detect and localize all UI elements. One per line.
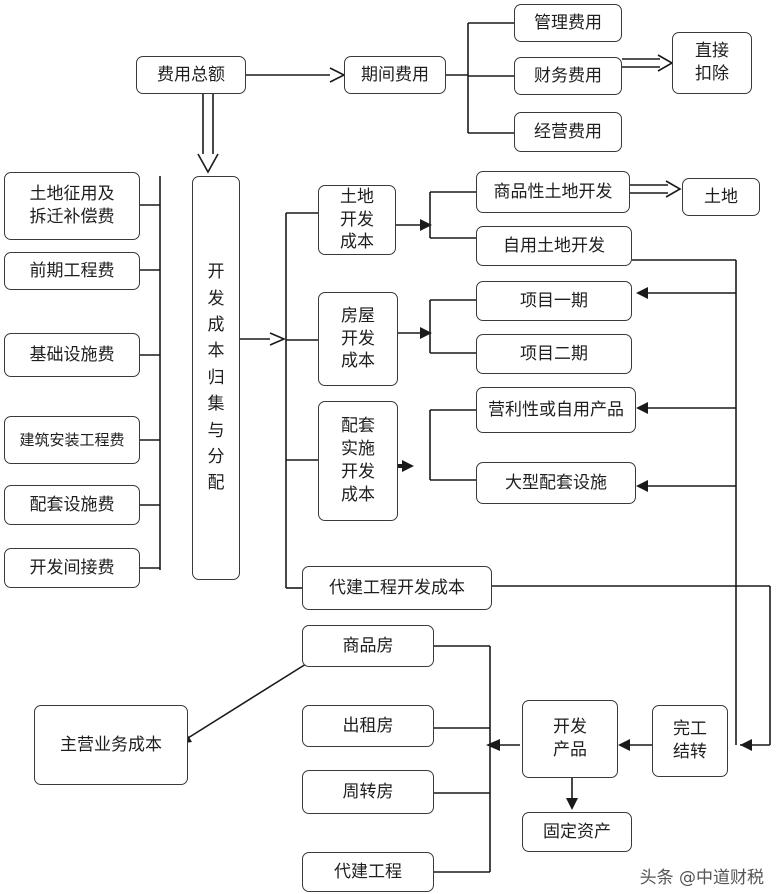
node-agency-project: 代建工程: [302, 852, 434, 892]
node-completion-transfer: 完工 结转: [652, 705, 728, 777]
arrow-alloc-right-head: [269, 332, 287, 346]
watermark: 头条 @中道财税: [639, 868, 764, 888]
node-main-business-cost: 主营业务成本: [34, 705, 188, 785]
node-dev-cost-allocation: 开 发 成 本 归 集 与 分 配: [192, 176, 240, 580]
node-land-dev-cost: 土地 开发 成本: [318, 185, 396, 255]
arrowhead-house-cost: [420, 327, 432, 339]
node-fixed-asset: 固定资产: [522, 812, 632, 852]
arrowhead-to-completion: [740, 739, 752, 751]
arrowhead-to-phase1: [636, 287, 648, 299]
node-finance-fee: 财务费用: [514, 57, 622, 95]
node-house-dev-cost: 房屋 开发 成本: [318, 292, 398, 386]
arrowhead-to-large: [636, 480, 648, 492]
node-mgmt-fee: 管理费用: [514, 4, 622, 42]
node-agency-dev-cost: 代建工程开发成本: [302, 566, 492, 610]
arrowhead-to-group: [486, 739, 500, 751]
node-commercial-land-dev: 商品性土地开发: [476, 171, 630, 213]
node-land: 土地: [682, 178, 760, 216]
arrowhead-to-asset: [566, 798, 578, 810]
node-dev-product: 开发 产品: [522, 700, 618, 778]
node-support-facilities: 配套设施费: [4, 485, 140, 525]
node-infrastructure: 基础设施费: [4, 333, 140, 377]
node-pre-engineering: 前期工程费: [4, 252, 140, 290]
node-phase2: 项目二期: [476, 334, 632, 374]
node-self-land-dev: 自用土地开发: [476, 226, 632, 266]
node-commercial-house: 商品房: [302, 625, 434, 667]
arrow-finance-to-deduct-head: [657, 54, 674, 72]
node-turnover-house: 周转房: [302, 770, 434, 814]
arrowhead-support-cost: [402, 460, 414, 472]
node-rental-house: 出租房: [302, 705, 434, 747]
arrow-land-out-head: [665, 180, 682, 198]
arrow-total-down-head: [197, 153, 219, 174]
arrow-total-to-period-head: [329, 67, 346, 83]
node-dev-indirect: 开发间接费: [4, 548, 140, 588]
arrowhead-land-cost: [420, 219, 432, 231]
node-fee-total: 费用总额: [136, 56, 246, 94]
node-operating-fee: 经营费用: [514, 112, 622, 152]
node-land-requisition: 土地征用及 拆迁补偿费: [4, 172, 140, 240]
node-profit-self-product: 营利性或自用产品: [476, 387, 636, 433]
node-phase1: 项目一期: [476, 281, 632, 321]
node-period-fee: 期间费用: [344, 56, 446, 94]
arrowhead-to-profit: [636, 402, 648, 414]
node-building-installation: 建筑安装工程费: [4, 416, 140, 464]
arrowhead-to-product: [618, 739, 630, 751]
node-support-dev-cost: 配套 实施 开发 成本: [318, 401, 398, 521]
arrow-support-cost-stem: [398, 464, 404, 468]
line-commercial-to-main: [187, 663, 307, 739]
node-large-support-facility: 大型配套设施: [476, 462, 636, 504]
node-direct-deduct: 直接 扣除: [672, 32, 752, 94]
